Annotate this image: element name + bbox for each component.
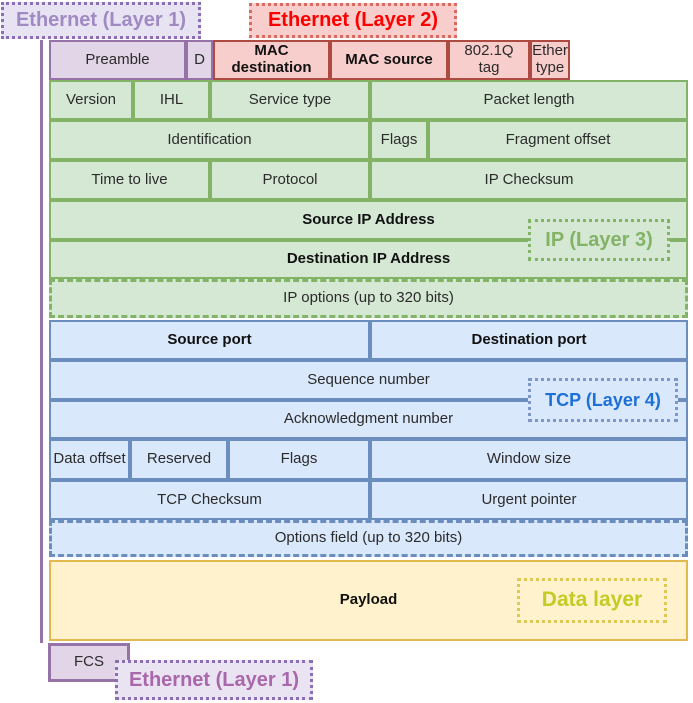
field-time-to-live: Time to live bbox=[49, 160, 210, 200]
field-data-offset: Data offset bbox=[49, 439, 130, 480]
field-service-type: Service type bbox=[210, 80, 370, 120]
field-source-port: Source port bbox=[49, 320, 370, 360]
label-tcp-layer4: TCP (Layer 4) bbox=[528, 378, 678, 422]
field-tcp-checksum: TCP Checksum bbox=[49, 480, 370, 520]
field-ether-type: Ether type bbox=[530, 40, 570, 80]
field-version: Version bbox=[49, 80, 133, 120]
field-delimiter: D bbox=[186, 40, 213, 80]
field-ip-options: IP options (up to 320 bits) bbox=[49, 279, 688, 318]
field-ip-flags: Flags bbox=[370, 120, 428, 160]
label-ethernet-layer2: Ethernet (Layer 2) bbox=[249, 3, 457, 38]
field-window-size: Window size bbox=[370, 439, 688, 480]
field-packet-length: Packet length bbox=[370, 80, 688, 120]
ethernet-frame-left-border bbox=[40, 40, 43, 643]
field-reserved: Reserved bbox=[130, 439, 228, 480]
field-mac-source: MAC source bbox=[330, 40, 448, 80]
field-ihl: IHL bbox=[133, 80, 210, 120]
field-options-field: Options field (up to 320 bits) bbox=[49, 520, 688, 557]
field-protocol: Protocol bbox=[210, 160, 370, 200]
field-tcp-flags: Flags bbox=[228, 439, 370, 480]
label-ip-layer3: IP (Layer 3) bbox=[528, 219, 670, 261]
field-8021q-tag: 802.1Q tag bbox=[448, 40, 530, 80]
label-data-layer: Data layer bbox=[517, 578, 667, 623]
field-destination-port: Destination port bbox=[370, 320, 688, 360]
field-identification: Identification bbox=[49, 120, 370, 160]
field-fragment-offset: Fragment offset bbox=[428, 120, 688, 160]
field-urgent-pointer: Urgent pointer bbox=[370, 480, 688, 520]
label-ethernet-layer1-bottom: Ethernet (Layer 1) bbox=[115, 660, 313, 700]
field-preamble: Preamble bbox=[49, 40, 186, 80]
field-mac-destination: MAC destination bbox=[213, 40, 330, 80]
label-ethernet-layer1-top: Ethernet (Layer 1) bbox=[1, 2, 201, 39]
field-ip-checksum: IP Checksum bbox=[370, 160, 688, 200]
